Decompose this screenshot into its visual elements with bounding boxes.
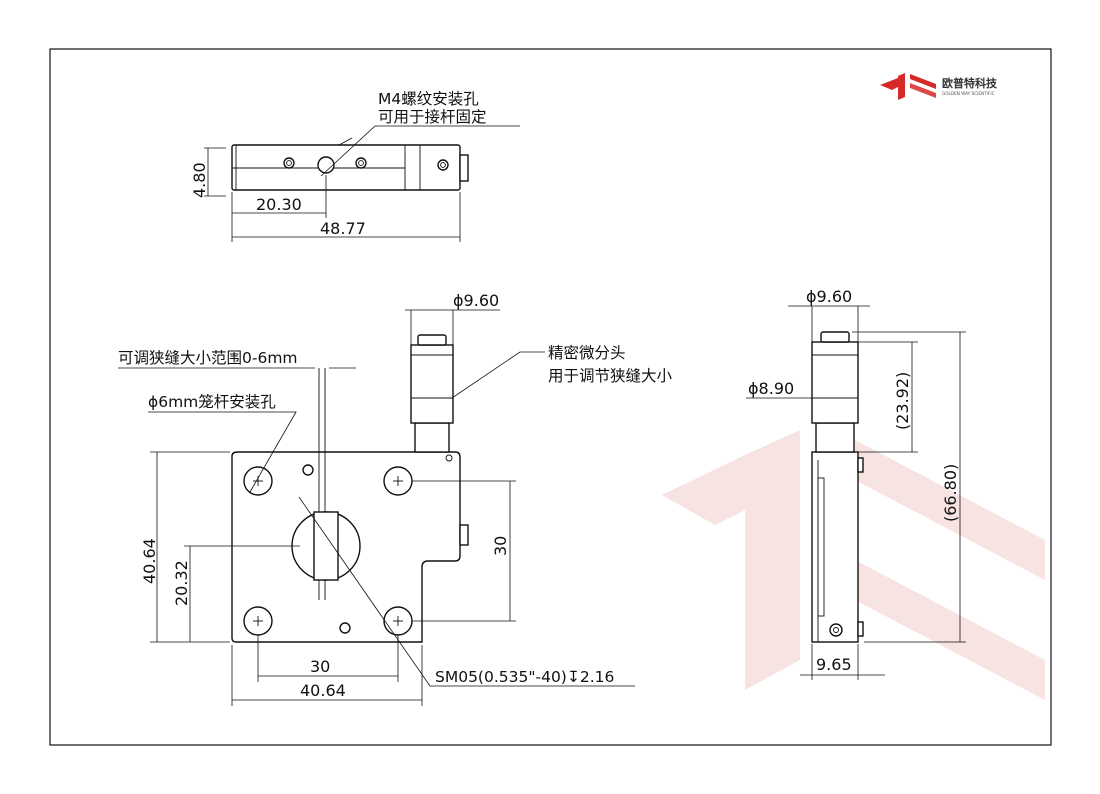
logo-name-cn: 欧普特科技 <box>942 76 998 90</box>
micrometer-cap <box>417 334 447 346</box>
logo-mark-icon <box>880 73 936 100</box>
dim-side-top-dia: ϕ9.60 <box>806 287 852 306</box>
side-micrometer-thimble <box>811 341 859 424</box>
dim-side-mid-dia: ϕ8.90 <box>748 379 794 398</box>
dim-top-length: 48.77 <box>320 219 366 238</box>
screw-hole-icon <box>355 157 367 169</box>
slit-range-note: 可调狭缝大小范围0-6mm <box>118 349 298 367</box>
dim-hole-spacing-h: 30 <box>310 657 330 676</box>
dim-hole-spacing-v: 30 <box>491 536 510 556</box>
small-hole-icon <box>339 622 351 634</box>
m4-hole-note-line2: 可用于接杆固定 <box>378 108 487 126</box>
depth-symbol-icon: ↧ <box>567 668 580 686</box>
micrometer-sleeve <box>414 422 450 453</box>
dim-micrometer-length: (23.92) <box>893 372 912 430</box>
front-view: 可调狭缝大小范围0-6mm ϕ6mm笼杆安装孔 精密微分头 用于调节狭缝大小 ϕ… <box>118 291 673 706</box>
screw-hole-icon <box>437 159 449 171</box>
company-logo: 欧普特科技 GOLDEN WAY SCIENTIFIC <box>880 73 998 100</box>
top-view: M4螺纹安装孔 可用于接杆固定 4.80 20.30 48.77 <box>190 90 520 242</box>
dim-top-height: 4.80 <box>190 162 209 198</box>
side-screw-icon <box>829 623 843 637</box>
dim-center-height: 20.32 <box>172 560 191 606</box>
logo-name-en: GOLDEN WAY SCIENTIFIC <box>942 91 995 96</box>
sm05-thread-note: SM05(0.535"-40)↧2.16 <box>435 668 614 686</box>
front-side-pin <box>459 524 469 546</box>
slit-blade <box>313 511 339 581</box>
drawing-frame <box>49 48 1052 746</box>
watermark-logo <box>662 430 1045 700</box>
dim-front-height: 40.64 <box>140 538 159 584</box>
dim-total-height: (66.80) <box>941 464 960 522</box>
top-view-knob <box>459 154 469 182</box>
micrometer-thimble <box>410 344 454 424</box>
screw-hole-icon <box>283 157 295 169</box>
micrometer-note-line1: 精密微分头 <box>548 344 626 362</box>
side-view-body <box>811 451 859 643</box>
micrometer-note-line2: 用于调节狭缝大小 <box>548 367 673 385</box>
top-view-body <box>231 144 461 191</box>
cage-rod-note: ϕ6mm笼杆安装孔 <box>148 393 276 411</box>
side-micrometer-sleeve <box>815 422 855 453</box>
m4-thread-hole-icon <box>317 156 335 174</box>
m4-hole-note-line1: M4螺纹安装孔 <box>378 90 479 108</box>
dim-front-width: 40.64 <box>300 681 346 700</box>
dim-hole-offset: 20.30 <box>256 195 302 214</box>
dim-micrometer-dia: ϕ9.60 <box>453 291 499 310</box>
small-hole-icon <box>302 464 314 476</box>
dim-side-thickness: 9.65 <box>816 655 852 674</box>
side-view: ϕ9.60 ϕ8.90 (23.92) (66.80) 9.65 <box>746 287 966 680</box>
